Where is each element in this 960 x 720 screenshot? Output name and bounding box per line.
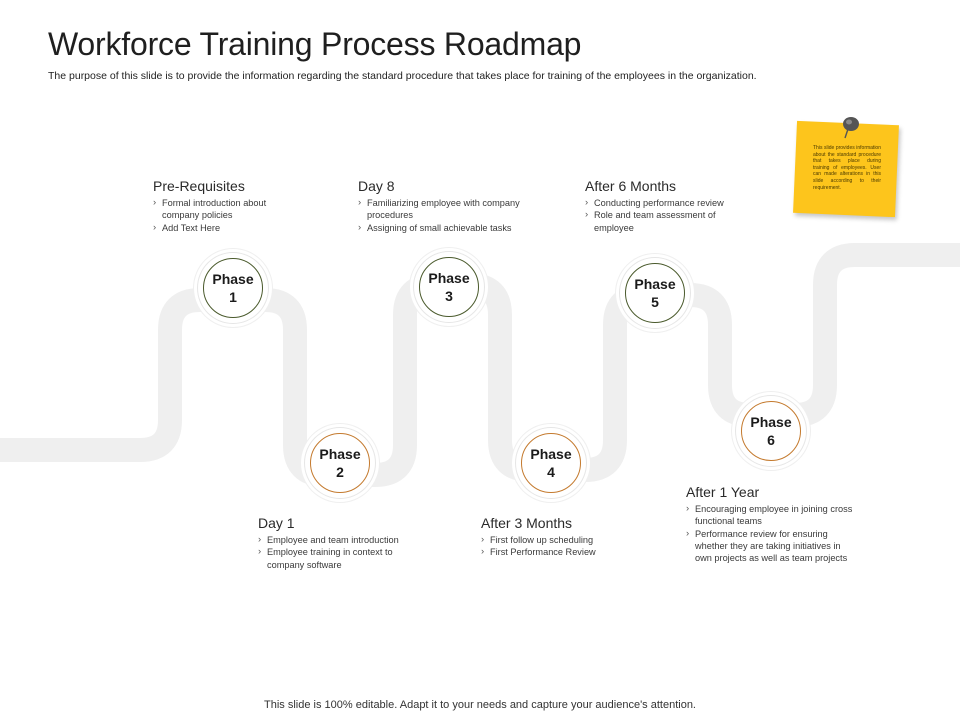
pushpin-icon (843, 117, 859, 139)
phase-4-number: 4 (547, 464, 555, 480)
phase-3-word: Phase (428, 270, 470, 286)
milestone-bullet: Formal introduction about company polici… (153, 197, 293, 222)
milestone-heading: After 1 Year (686, 484, 760, 500)
milestone-heading: Day 1 (258, 515, 295, 531)
phase-2-circle: Phase 2 (310, 433, 370, 493)
phase-6-number: 6 (767, 432, 775, 448)
phase-3-number: 3 (445, 288, 453, 304)
milestone-bullet: First follow up scheduling (481, 534, 631, 547)
phase-5-circle: Phase 5 (625, 263, 685, 323)
milestone-after-3-months: After 3 Months First follow up schedulin… (481, 515, 631, 559)
milestone-heading: Day 8 (358, 178, 395, 194)
milestone-bullet: Employee training in context to company … (258, 546, 428, 571)
milestone-heading: After 6 Months (585, 178, 677, 194)
page-title: Workforce Training Process Roadmap (48, 26, 582, 62)
phase-4-circle: Phase 4 (521, 433, 581, 493)
phase-6-circle: Phase 6 (741, 401, 801, 461)
milestone-bullet: Performance review for ensuring whether … (686, 528, 858, 565)
phase-5-number: 5 (651, 294, 659, 310)
footer-note: This slide is 100% editable. Adapt it to… (264, 699, 696, 711)
phase-1-number: 1 (229, 289, 237, 305)
phase-5-word: Phase (634, 276, 676, 292)
milestone-after-6-months: After 6 Months Conducting performance re… (585, 178, 735, 234)
phase-1-word: Phase (212, 271, 254, 287)
sticky-note-text: This slide provides information about th… (813, 145, 881, 191)
phase-6-word: Phase (750, 414, 792, 430)
milestone-bullet: Familiarizing employee with company proc… (358, 197, 543, 222)
milestone-bullet: Encouraging employee in joining cross fu… (686, 503, 858, 528)
milestone-bullet: Employee and team introduction (258, 534, 428, 547)
milestone-day-8: Day 8 Familiarizing employee with compan… (358, 178, 543, 234)
phase-2-word: Phase (319, 446, 361, 462)
milestone-bullet: Assigning of small achievable tasks (358, 222, 543, 235)
milestone-after-1-year: After 1 Year Encouraging employee in joi… (686, 484, 858, 564)
page-subtitle: The purpose of this slide is to provide … (48, 70, 757, 82)
phase-1-circle: Phase 1 (203, 258, 263, 318)
milestone-day-1: Day 1 Employee and team introduction Emp… (258, 515, 428, 571)
milestone-pre-requisites: Pre-Requisites Formal introduction about… (153, 178, 293, 234)
milestone-heading: After 3 Months (481, 515, 573, 531)
milestone-bullet: Add Text Here (153, 222, 293, 235)
milestone-heading: Pre-Requisites (153, 178, 245, 194)
milestone-bullet: Role and team assessment of employee (585, 209, 735, 234)
phase-3-circle: Phase 3 (419, 257, 479, 317)
phase-2-number: 2 (336, 464, 344, 480)
milestone-bullet: Conducting performance review (585, 197, 735, 210)
milestone-bullet: First Performance Review (481, 546, 631, 559)
phase-4-word: Phase (530, 446, 572, 462)
